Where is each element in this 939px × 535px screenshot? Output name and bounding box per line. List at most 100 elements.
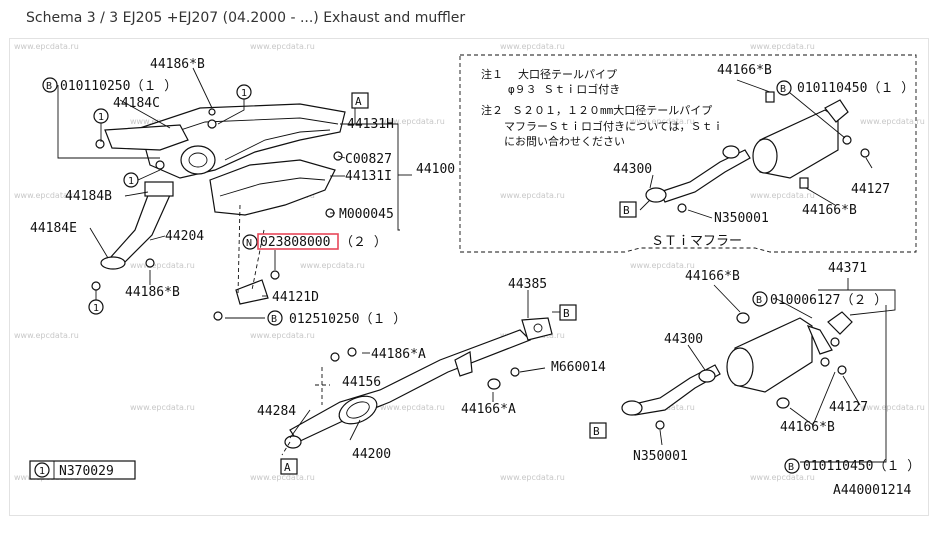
b-callout bbox=[752, 291, 768, 307]
muffler-end bbox=[726, 347, 754, 387]
rear-label-n350001: N350001 bbox=[633, 449, 688, 464]
sti-muffler-parts bbox=[639, 79, 873, 219]
one-callout bbox=[236, 84, 252, 100]
sti-flange bbox=[645, 187, 667, 203]
label-012510250: 012510250（１ ） bbox=[289, 312, 406, 327]
note-1-mark: 注１ bbox=[481, 67, 503, 81]
b-callout bbox=[42, 77, 58, 93]
manifold-port bbox=[180, 145, 216, 175]
watermark: www.epcdata.ru bbox=[14, 191, 79, 200]
label-m000045: M000045 bbox=[339, 207, 394, 222]
rear-label-44127: 44127 bbox=[829, 400, 868, 415]
highlight-box bbox=[257, 233, 339, 250]
sti-pipe-44300 bbox=[659, 149, 751, 203]
watermark: www.epcdata.ru bbox=[300, 261, 365, 270]
a-box-callout bbox=[280, 458, 298, 475]
label-m660014: M660014 bbox=[551, 360, 606, 375]
one-callout bbox=[93, 108, 109, 124]
sti-label-n350001: N350001 bbox=[714, 211, 769, 226]
legend-box bbox=[29, 460, 136, 480]
b-box-callout bbox=[589, 422, 607, 439]
label-023808000[interactable]: 023808000 bbox=[260, 235, 330, 250]
watermark: www.epcdata.ru bbox=[380, 403, 445, 412]
watermark: www.epcdata.ru bbox=[500, 473, 565, 482]
note-2-line2: マフラーＳｔｉロゴ付きについては，Ｓｔｉ bbox=[504, 119, 723, 133]
diagram-frame bbox=[9, 38, 929, 516]
watermark: www.epcdata.ru bbox=[14, 42, 79, 51]
label-44186a: 44186*A bbox=[371, 347, 426, 362]
b-callout bbox=[267, 310, 283, 326]
watermark: www.epcdata.ru bbox=[630, 261, 695, 270]
a-box-callout bbox=[351, 92, 369, 109]
flange-44184b bbox=[144, 181, 174, 197]
label-44284: 44284 bbox=[257, 404, 296, 419]
label-44166a: 44166*A bbox=[461, 402, 516, 417]
label-44385: 44385 bbox=[508, 277, 547, 292]
label-44186b-mid: 44186*B bbox=[125, 285, 180, 300]
note-1-line1: 大口径テールパイプ bbox=[518, 67, 617, 81]
label-44131i: 44131I bbox=[345, 169, 392, 184]
watermark: www.epcdata.ru bbox=[14, 331, 79, 340]
label-44131h: 44131H bbox=[347, 117, 394, 132]
watermark: www.epcdata.ru bbox=[250, 42, 315, 51]
rear-tail-pipe bbox=[827, 311, 853, 335]
rear-pipe-44300 bbox=[629, 364, 721, 416]
rear-muffler-group bbox=[621, 278, 896, 463]
bracket-44121d bbox=[235, 279, 269, 305]
label-qty: （２ ） bbox=[340, 235, 387, 250]
b-box-callout bbox=[619, 201, 637, 218]
sti-muffler-end bbox=[752, 138, 778, 174]
callout-letter: B bbox=[271, 314, 277, 325]
callout-letter: N bbox=[246, 238, 252, 249]
watermark: www.epcdata.ru bbox=[250, 473, 315, 482]
rear-label-44166b-2: 44166*B bbox=[780, 420, 835, 435]
sti-muffler-label: ＳＴｉマフラー bbox=[651, 234, 742, 249]
label-44200: 44200 bbox=[352, 447, 391, 462]
rear-flange bbox=[621, 400, 643, 416]
page-title: Schema 3 / 3 EJ205 +EJ207 (04.2000 - ...… bbox=[26, 10, 466, 26]
flange-44385 bbox=[521, 317, 553, 341]
sti-label-010110450: 010110450（１ ） bbox=[797, 81, 914, 96]
b-box-callout bbox=[559, 304, 577, 321]
callout-letter: B bbox=[780, 84, 786, 95]
sti-tail-pipe bbox=[824, 99, 849, 123]
watermark: www.epcdata.ru bbox=[860, 403, 925, 412]
label-44156: 44156 bbox=[342, 375, 381, 390]
callout-letter: A bbox=[355, 95, 362, 108]
one-callout bbox=[123, 172, 139, 188]
one-callout bbox=[34, 462, 50, 478]
flange-44184e bbox=[100, 256, 126, 270]
sti-muffler-box bbox=[459, 54, 917, 253]
b-callout bbox=[776, 80, 792, 96]
label-44184c: 44184C bbox=[113, 96, 160, 111]
watermark: www.epcdata.ru bbox=[130, 403, 195, 412]
gasket-44284 bbox=[284, 435, 302, 449]
label-44184b: 44184B bbox=[65, 189, 112, 204]
watermark: www.epcdata.ru bbox=[630, 117, 695, 126]
callout-letter: B bbox=[46, 81, 52, 92]
front-pipe-44204 bbox=[108, 189, 171, 263]
label-44121d: 44121D bbox=[272, 290, 319, 305]
watermark: www.epcdata.ru bbox=[130, 261, 195, 270]
diagram-code: A440001214 bbox=[833, 483, 911, 498]
callout-letter: B bbox=[623, 204, 630, 217]
callout-letter: B bbox=[788, 462, 794, 473]
rear-label-010110450: 010110450（１ ） bbox=[803, 459, 920, 474]
watermark: www.epcdata.ru bbox=[500, 42, 565, 51]
sti-label-44166b-2: 44166*B bbox=[802, 203, 857, 218]
center-pipe-group bbox=[281, 290, 562, 456]
label-44204: 44204 bbox=[165, 229, 204, 244]
note-1-line2: φ９３ Ｓｔｉロゴ付き bbox=[508, 82, 620, 96]
label-n370029: N370029 bbox=[59, 464, 114, 479]
label-010110250: 010110250（１ ） bbox=[60, 79, 177, 94]
watermark: www.epcdata.ru bbox=[750, 191, 815, 200]
watermark: www.epcdata.ru bbox=[750, 42, 815, 51]
heat-shield-44131i bbox=[209, 159, 336, 216]
one-callout bbox=[88, 299, 104, 315]
hanger-44166a bbox=[487, 378, 501, 390]
callout-number: 1 bbox=[93, 303, 99, 314]
watermark: www.epcdata.ru bbox=[250, 331, 315, 340]
watermark: www.epcdata.ru bbox=[750, 473, 815, 482]
note-2-line3: にお問い合わせください bbox=[504, 134, 625, 148]
